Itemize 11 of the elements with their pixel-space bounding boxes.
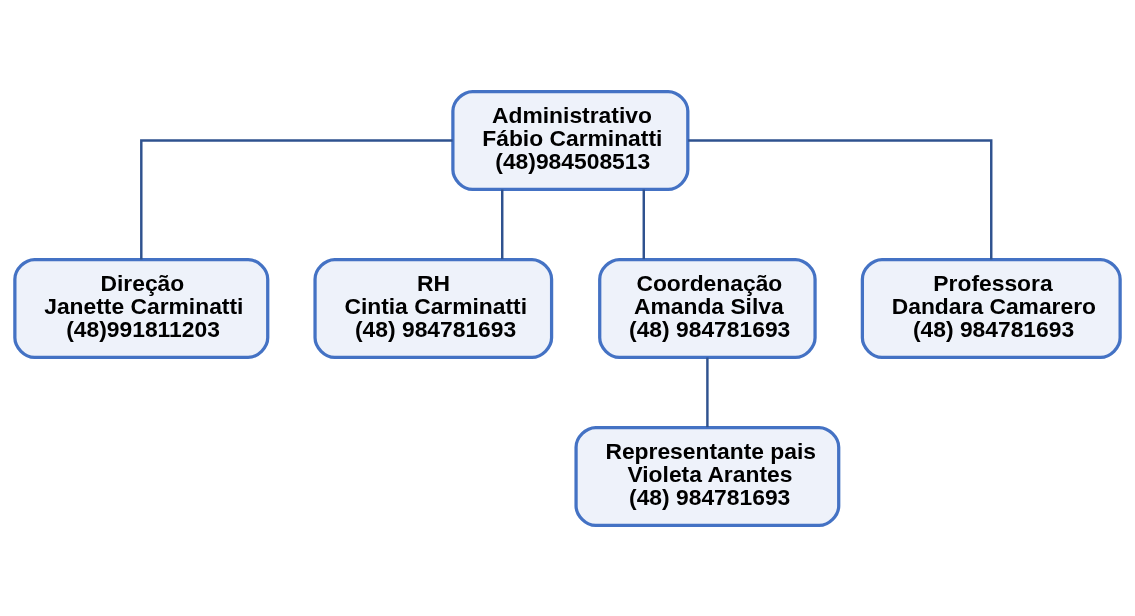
node-box: Representante pais Violeta Arantes (48) 984781693 [574,425,841,527]
node-box: RH Cintia Carminatti (48) 984781693 [313,257,554,359]
node-box: Coordenação Amanda Silva (48) 984781693 [598,257,817,359]
connector [501,189,504,259]
node-box: Administrativo Fábio Carminatti (48)984508513 [451,89,690,191]
connector [642,189,645,259]
connector [688,138,993,259]
connector [706,357,709,427]
node-box: Professora Dandara Camarero (48) 984781693 [860,257,1122,359]
connector [140,138,453,259]
node-box: Direção Janette Carminatti (48)991811203 [13,257,270,359]
